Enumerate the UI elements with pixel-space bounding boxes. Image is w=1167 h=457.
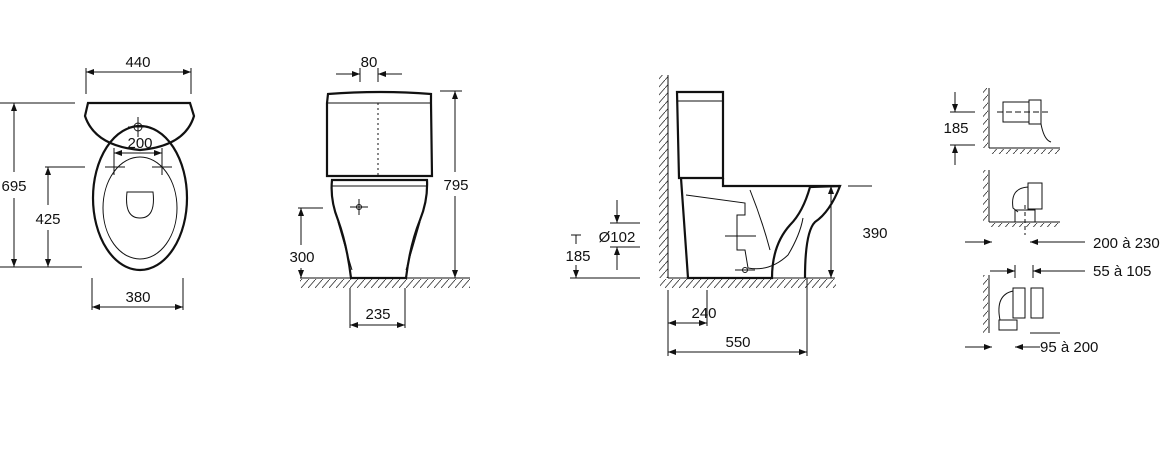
dim-vertical-range: 200 à 230 xyxy=(1093,235,1160,252)
dim-fixing-spacing: 200 xyxy=(127,135,152,152)
pedestal-front xyxy=(330,178,429,280)
front-view: 80 795 300 235 xyxy=(289,54,470,328)
dim-width-total: 440 xyxy=(125,54,150,71)
bowl-opening xyxy=(126,191,154,219)
dim-outlet-diameter: Ø102 xyxy=(599,229,636,246)
cistern-side xyxy=(675,90,725,180)
floor-hatch xyxy=(300,279,470,288)
dim-bowl-height: 390 xyxy=(862,225,887,242)
wall-hatch xyxy=(659,75,668,278)
seat-outline xyxy=(102,156,178,260)
dim-outlet-height: 185 xyxy=(565,248,590,265)
bowl-side xyxy=(679,177,842,280)
dim-inlet-height: 300 xyxy=(289,249,314,266)
dim-cistern-offset: 80 xyxy=(361,54,378,71)
cistern-outline xyxy=(83,101,196,152)
side-view: Ø102 185 390 240 550 xyxy=(565,75,888,356)
dim-outlet-to-wall: 240 xyxy=(691,305,716,322)
bowl-outline xyxy=(91,124,189,272)
outlet-options: 185 200 à 230 55 à 105 95 à 200 xyxy=(943,88,1160,356)
dim-base-width-front: 235 xyxy=(365,306,390,323)
cistern-front xyxy=(325,90,434,178)
dim-horizontal-height: 185 xyxy=(943,120,968,137)
dim-base-width: 380 xyxy=(125,289,150,306)
dim-total-depth: 550 xyxy=(725,334,750,351)
dim-offset-range-2: 95 à 200 xyxy=(1040,339,1098,356)
dim-fixing-height: 425 xyxy=(35,211,60,228)
dim-depth-total: 695 xyxy=(1,178,26,195)
dim-offset-range-1: 55 à 105 xyxy=(1093,263,1151,280)
dim-total-height: 795 xyxy=(443,177,468,194)
top-view: 440 695 425 200 380 xyxy=(0,54,196,310)
